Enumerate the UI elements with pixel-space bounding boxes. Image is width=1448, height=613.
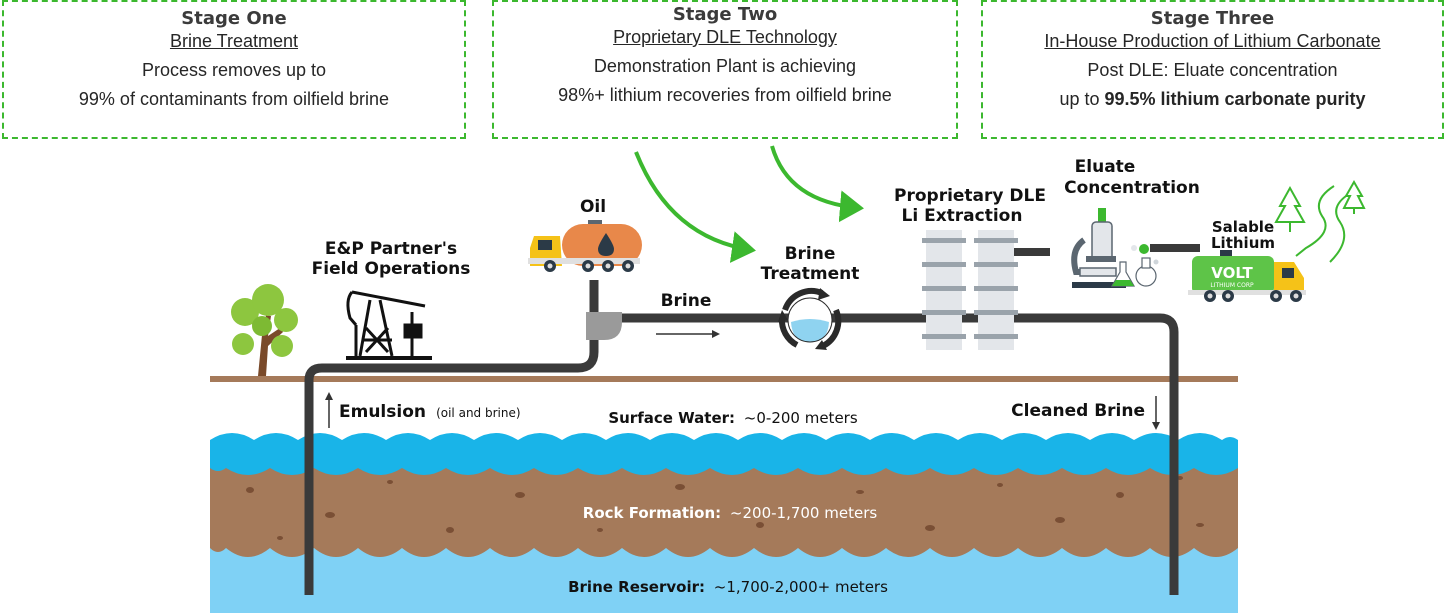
- surface-water-label: Surface Water: ~0-200 meters: [608, 409, 858, 427]
- emulsion-text: Emulsion: [339, 402, 426, 422]
- stage-three-line1: Post DLE: Eluate concentration: [1087, 60, 1338, 80]
- salable-label-2: Lithium: [1211, 234, 1275, 252]
- brine-pipe: [610, 313, 1179, 595]
- brine-reservoir-label: Brine Reservoir: ~1,700-2,000+ meters: [568, 578, 888, 596]
- surface-water-depth: ~0-200 meters: [744, 409, 858, 427]
- stage-two-title: Stage Two: [672, 4, 778, 25]
- emulsion-note: (oil and brine): [436, 406, 520, 420]
- lab-equipment-icon: [1071, 208, 1159, 288]
- stage-arrows: [634, 145, 864, 263]
- truck-logo-text: VOLT: [1211, 264, 1253, 282]
- eluate-label-2: Concentration: [1064, 178, 1200, 198]
- dle-label-1: Proprietary DLE: [894, 186, 1046, 206]
- stage-two-box: Stage Two Proprietary DLE Technology Dem…: [492, 0, 958, 139]
- truck-logo-subtext: LITHIUM CORP: [1210, 282, 1254, 289]
- emulsion-arrow: [325, 392, 333, 428]
- stage-one-box: Stage One Brine Treatment Process remove…: [2, 0, 466, 139]
- stage-one-title: Stage One: [181, 8, 287, 29]
- salable-label-1: Salable: [1212, 218, 1274, 236]
- stage-three-box: Stage Three In-House Production of Lithi…: [981, 0, 1444, 139]
- treatment-label-2: Treatment: [761, 264, 860, 284]
- road-icon: [1295, 185, 1347, 263]
- pipe-elbow: [586, 312, 622, 340]
- stage-three-line2-bold: 99.5% lithium carbonate purity: [1104, 89, 1366, 109]
- arrow-to-brine-treatment: [634, 151, 756, 263]
- emulsion-label: Emulsion (oil and brine): [339, 402, 521, 422]
- oil-truck-icon: [528, 220, 642, 272]
- rock-formation-layer: [210, 460, 1238, 557]
- arrow-to-dle: [770, 145, 864, 223]
- stage-one-line2: 99% of contaminants from oilfield brine: [78, 89, 390, 109]
- surface-water-name: Surface Water:: [608, 409, 735, 427]
- field-ops-label-1: E&P Partner's: [325, 239, 457, 259]
- ground-line: [210, 376, 1238, 382]
- stage-one-subtitle: Brine Treatment: [169, 31, 299, 51]
- stage-two-line2: 98%+ lithium recoveries from oilfield br…: [558, 85, 892, 105]
- treatment-label-1: Brine: [785, 244, 836, 264]
- cleaned-brine-arrow: [1152, 396, 1160, 430]
- rock-formation-depth: ~200-1,700 meters: [730, 504, 877, 522]
- stage-three-line2-prefix: up to: [1059, 89, 1105, 109]
- pine-trees-icon: [1274, 179, 1366, 232]
- rock-formation-name: Rock Formation:: [583, 504, 721, 522]
- stage-one-line1: Process removes up to: [141, 60, 327, 80]
- brine-reservoir-name: Brine Reservoir:: [568, 578, 705, 596]
- underground: [210, 433, 1238, 613]
- brine-treatment-icon: [778, 288, 842, 350]
- cleaned-brine-label: Cleaned Brine: [1011, 401, 1145, 421]
- dle-label-2: Li Extraction: [902, 206, 1023, 226]
- stage-three-title: Stage Three: [1150, 8, 1275, 29]
- stage-two-line1: Demonstration Plant is achieving: [593, 56, 857, 76]
- emulsion-pipe: [304, 280, 599, 595]
- pumpjack-icon: [346, 290, 432, 360]
- rock-speckles: [246, 476, 1204, 540]
- dle-columns-icon: [922, 230, 1018, 350]
- brine-reservoir-depth: ~1,700-2,000+ meters: [714, 578, 888, 596]
- rock-formation-label: Rock Formation: ~200-1,700 meters: [583, 504, 878, 522]
- field-ops-label-2: Field Operations: [312, 259, 471, 279]
- brine-flow-arrow: [656, 330, 720, 338]
- stage-three-subtitle: In-House Production of Lithium Carbonate: [1044, 31, 1381, 51]
- stage-two-subtitle: Proprietary DLE Technology: [613, 27, 837, 47]
- tree-icon: [231, 284, 298, 376]
- pipes: [304, 244, 1200, 595]
- brine-label: Brine: [661, 291, 712, 311]
- lithium-truck-icon: VOLT LITHIUM CORP: [1188, 250, 1306, 302]
- stage-three-line2: up to 99.5% lithium carbonate purity: [983, 89, 1442, 110]
- surface-water-layer: [210, 433, 1238, 475]
- eluate-label-1: Eluate: [1075, 157, 1136, 177]
- oil-label: Oil: [580, 197, 606, 217]
